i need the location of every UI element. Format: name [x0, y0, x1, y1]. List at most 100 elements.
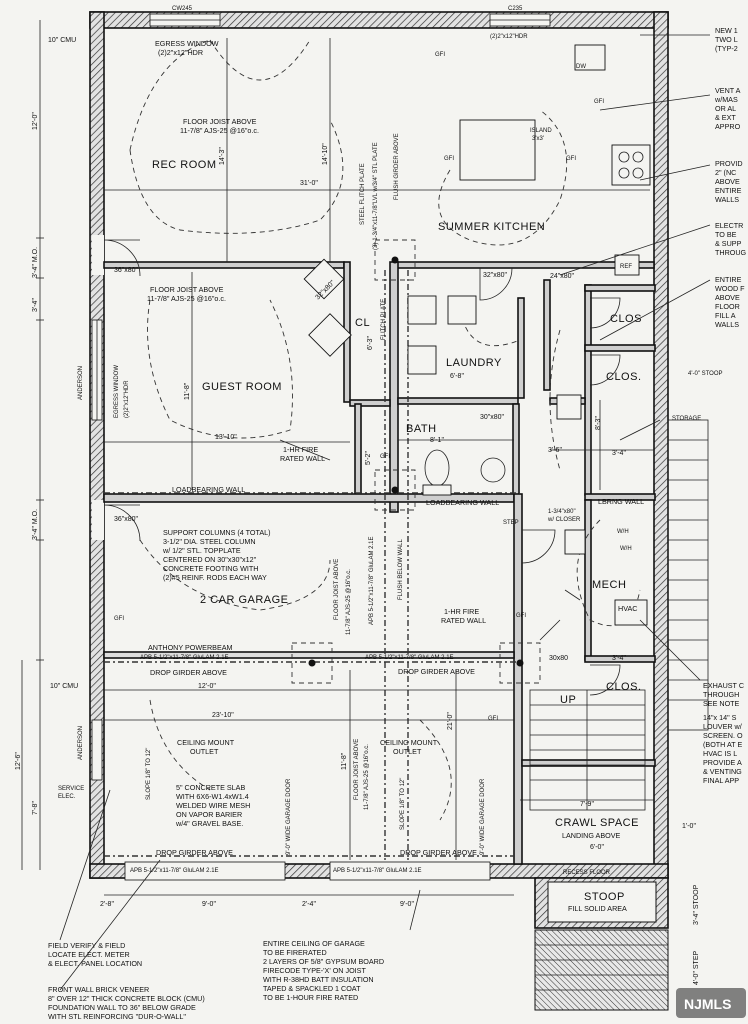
drop-girder-right: DROP GIRDER ABOVE — [398, 667, 475, 676]
dim-door-bath: 30"x80" — [480, 414, 505, 421]
right-exhaust-1: EXHAUST C — [703, 681, 744, 690]
guest-joist-spec: 11-7/8" AJS-25 @16"o.c. — [147, 294, 226, 303]
dim-stoop-40: 4'-0" STEP — [693, 951, 700, 985]
svg-text:FIELD VERIFY & FIELD LOC: FIELD VERIFY & FIELD LOCATE ELECT. METER… — [48, 941, 142, 968]
dim-garage-11: 11'-8" — [341, 752, 348, 770]
garage-joist-label: FLOOR JOIST ABOVE — [334, 559, 340, 620]
drop-girder-left: DROP GIRDER ABOVE — [150, 668, 227, 677]
dim-hdr-top: (2)2"x12"HDR — [490, 34, 528, 40]
egress-guest-label: EGRESS WINDOW — [114, 365, 120, 418]
right-provide-3: ABOVE — [715, 177, 740, 186]
dim-door-garage: 36"x80" — [114, 516, 139, 523]
svg-text:VENT A w/MAS OR AL: VENT A w/MAS OR AL & EXT APPRO — [714, 86, 742, 131]
room-up: UP — [560, 694, 576, 706]
dim-bottom-24: 2'-4" — [302, 901, 316, 908]
right-new-3: (TYP-2 — [715, 44, 738, 53]
field-verify-2: LOCATE ELECT. METER — [48, 950, 130, 959]
room-clos-2: CLOS. — [606, 371, 642, 383]
svg-text:ELECTR TO BE & SUP: ELECTR TO BE & SUPP THROUG — [715, 221, 747, 257]
room-crawl-space: CRAWL SPACE — [555, 817, 639, 829]
guest-joist-label: FLOOR JOIST ABOVE — [150, 285, 224, 294]
gfi-tag: GFI — [435, 52, 445, 58]
gfi-tag: GFI — [516, 613, 526, 619]
fixtures — [303, 44, 651, 626]
svg-text:PROVID 2" (NC ABOV: PROVID 2" (NC ABOVE ENTIRE WALLS — [715, 159, 745, 204]
right-entire-1: ENTIRE — [715, 275, 742, 284]
dim-rec-width: 31'-0" — [300, 180, 318, 187]
stairs — [529, 419, 709, 811]
dim-left-mo2: 3'-4" M.O. — [32, 509, 39, 540]
flush-below-note: FLUSH BELOW WALL — [398, 539, 404, 600]
dim-door-24: 24"x80" — [550, 273, 575, 280]
right-louver-5: HVAC IS L — [703, 749, 737, 758]
svg-text:SUPPORT COLUMNS (4 TOTAL): SUPPORT COLUMNS (4 TOTAL) 3-1/2" DIA. ST… — [162, 528, 273, 582]
rec-joist-label: FLOOR JOIST ABOVE — [183, 117, 257, 126]
gfi-tag: GFI — [380, 454, 390, 460]
right-provide-4: ENTIRE — [715, 186, 742, 195]
front-wall-3: FOUNDATION WALL TO 36" BELOW GRADE — [48, 1003, 196, 1012]
right-provide-1: PROVID — [715, 159, 743, 168]
apb-left-note: APB 5-1/2"x11-7/8" GluLAM 2.1E — [140, 655, 229, 661]
electrical-tags: GFI GFI GFI GFI GFI GFI GFI GFI W/H W/H … — [114, 52, 632, 722]
closer-2: w/ CLOSER — [547, 517, 581, 523]
dim-left-34: 3'-4" — [32, 298, 39, 312]
ceiling-mount-right-1: CEILING MOUNT — [380, 738, 438, 747]
egress-window-label: EGRESS WINDOW — [155, 39, 219, 48]
right-new-1: NEW 1 — [715, 26, 738, 35]
right-louver-8: FINAL APP — [703, 776, 739, 785]
dim-bottom-90b: 9'-0" — [400, 901, 414, 908]
entire-ceiling-7: TO BE 1-HOUR FIRE RATED — [263, 993, 358, 1002]
right-entire-6: WALLS — [715, 320, 739, 329]
room-mech: MECH — [592, 579, 626, 591]
island-label: ISLAND — [530, 128, 552, 134]
dim-cmu-top: 10" CMU — [48, 37, 76, 44]
slab-3: WELDED WIRE MESH — [176, 801, 250, 810]
dim-laundry-w: 6'-8" — [450, 373, 464, 380]
field-verify-1: FIELD VERIFY & FIELD — [48, 941, 125, 950]
ref-label: REF — [620, 264, 632, 270]
room-hvac: HVAC — [618, 604, 637, 613]
dim-left-bottom: 12'-6" — [15, 752, 22, 770]
room-rec-room: REC ROOM — [152, 159, 217, 171]
lbrng-wall-note: LBRNG WALL — [598, 497, 644, 506]
wh-tag: W/H — [617, 529, 629, 535]
support-columns — [291, 239, 541, 684]
garage-door-right-note: 9'-0" WIDE GARAGE DOOR — [480, 778, 486, 855]
dim-c235: C235 — [508, 6, 523, 12]
right-elec-3: & SUPP — [715, 239, 742, 248]
loadbearing-wall-note-2: LOADBEARING WALL — [426, 498, 499, 507]
svg-text:1-HR FIRERATED WALL: 1-HR FIRERATED WALL — [280, 445, 325, 463]
anderson-note-2: ANDERSON — [78, 726, 84, 760]
front-wall-4: WITH STL REINFORCING "DUR-O-WALL" — [48, 1012, 186, 1021]
service-elec-1: SERVICE — [58, 786, 84, 792]
leader-lines — [59, 34, 711, 991]
dim-clos-w3: 3'-4" — [612, 655, 626, 662]
entire-ceiling-3: 2 LAYERS OF 5/8" GYPSUM BOARD — [263, 957, 384, 966]
slope-right-note: SLOPE 1/8" TO 12" — [400, 778, 406, 830]
step-tag: STEP — [503, 520, 519, 526]
dim-clos-h: 8'-3" — [595, 416, 602, 430]
svg-text:EGRESS WINDOW(2)2"x12"HDR: EGRESS WINDOW(2)2"x12"HDR — [155, 39, 219, 57]
fire-rated-guest-1: 1-HR FIRE — [283, 445, 318, 454]
right-new-2: TWO L — [715, 35, 738, 44]
support-col-3: w/ 1/2" STL. TOPPLATE — [162, 546, 241, 555]
gfi-tag: GFI — [488, 716, 498, 722]
right-exhaust-2: THROUGH — [703, 690, 739, 699]
room-guest-room: GUEST ROOM — [202, 381, 282, 393]
apb-bottom-left: APB 5-1/2"x11-7/8" GluLAM 2.1E — [130, 868, 219, 874]
right-louver-4: (BOTH AT E — [703, 740, 742, 749]
dim-crawl-60: 6'-0" — [590, 844, 604, 851]
support-col-2: 3-1/2" DIA. STEEL COLUMN — [163, 537, 256, 546]
gfi-tag: GFI — [566, 156, 576, 162]
wh-tag: W/H — [620, 546, 632, 552]
notes: EGRESS WINDOW(2)2"x12"HDR FLOOR JOIST AB… — [48, 26, 747, 1021]
gfi-tag: GFI — [114, 616, 124, 622]
fire-rated-garage-2: RATED WALL — [441, 616, 486, 625]
dim-cl: 6'-3" — [367, 336, 374, 350]
flush-girder-note: FLUSH GIRDER ABOVE — [394, 133, 400, 200]
room-summer-kitchen: SUMMER KITCHEN — [438, 221, 545, 233]
watermark-text: NJMLS — [684, 996, 731, 1012]
right-vent-3: OR AL — [715, 104, 736, 113]
dim-left-mo: 3'-4" M.O. — [32, 247, 39, 278]
